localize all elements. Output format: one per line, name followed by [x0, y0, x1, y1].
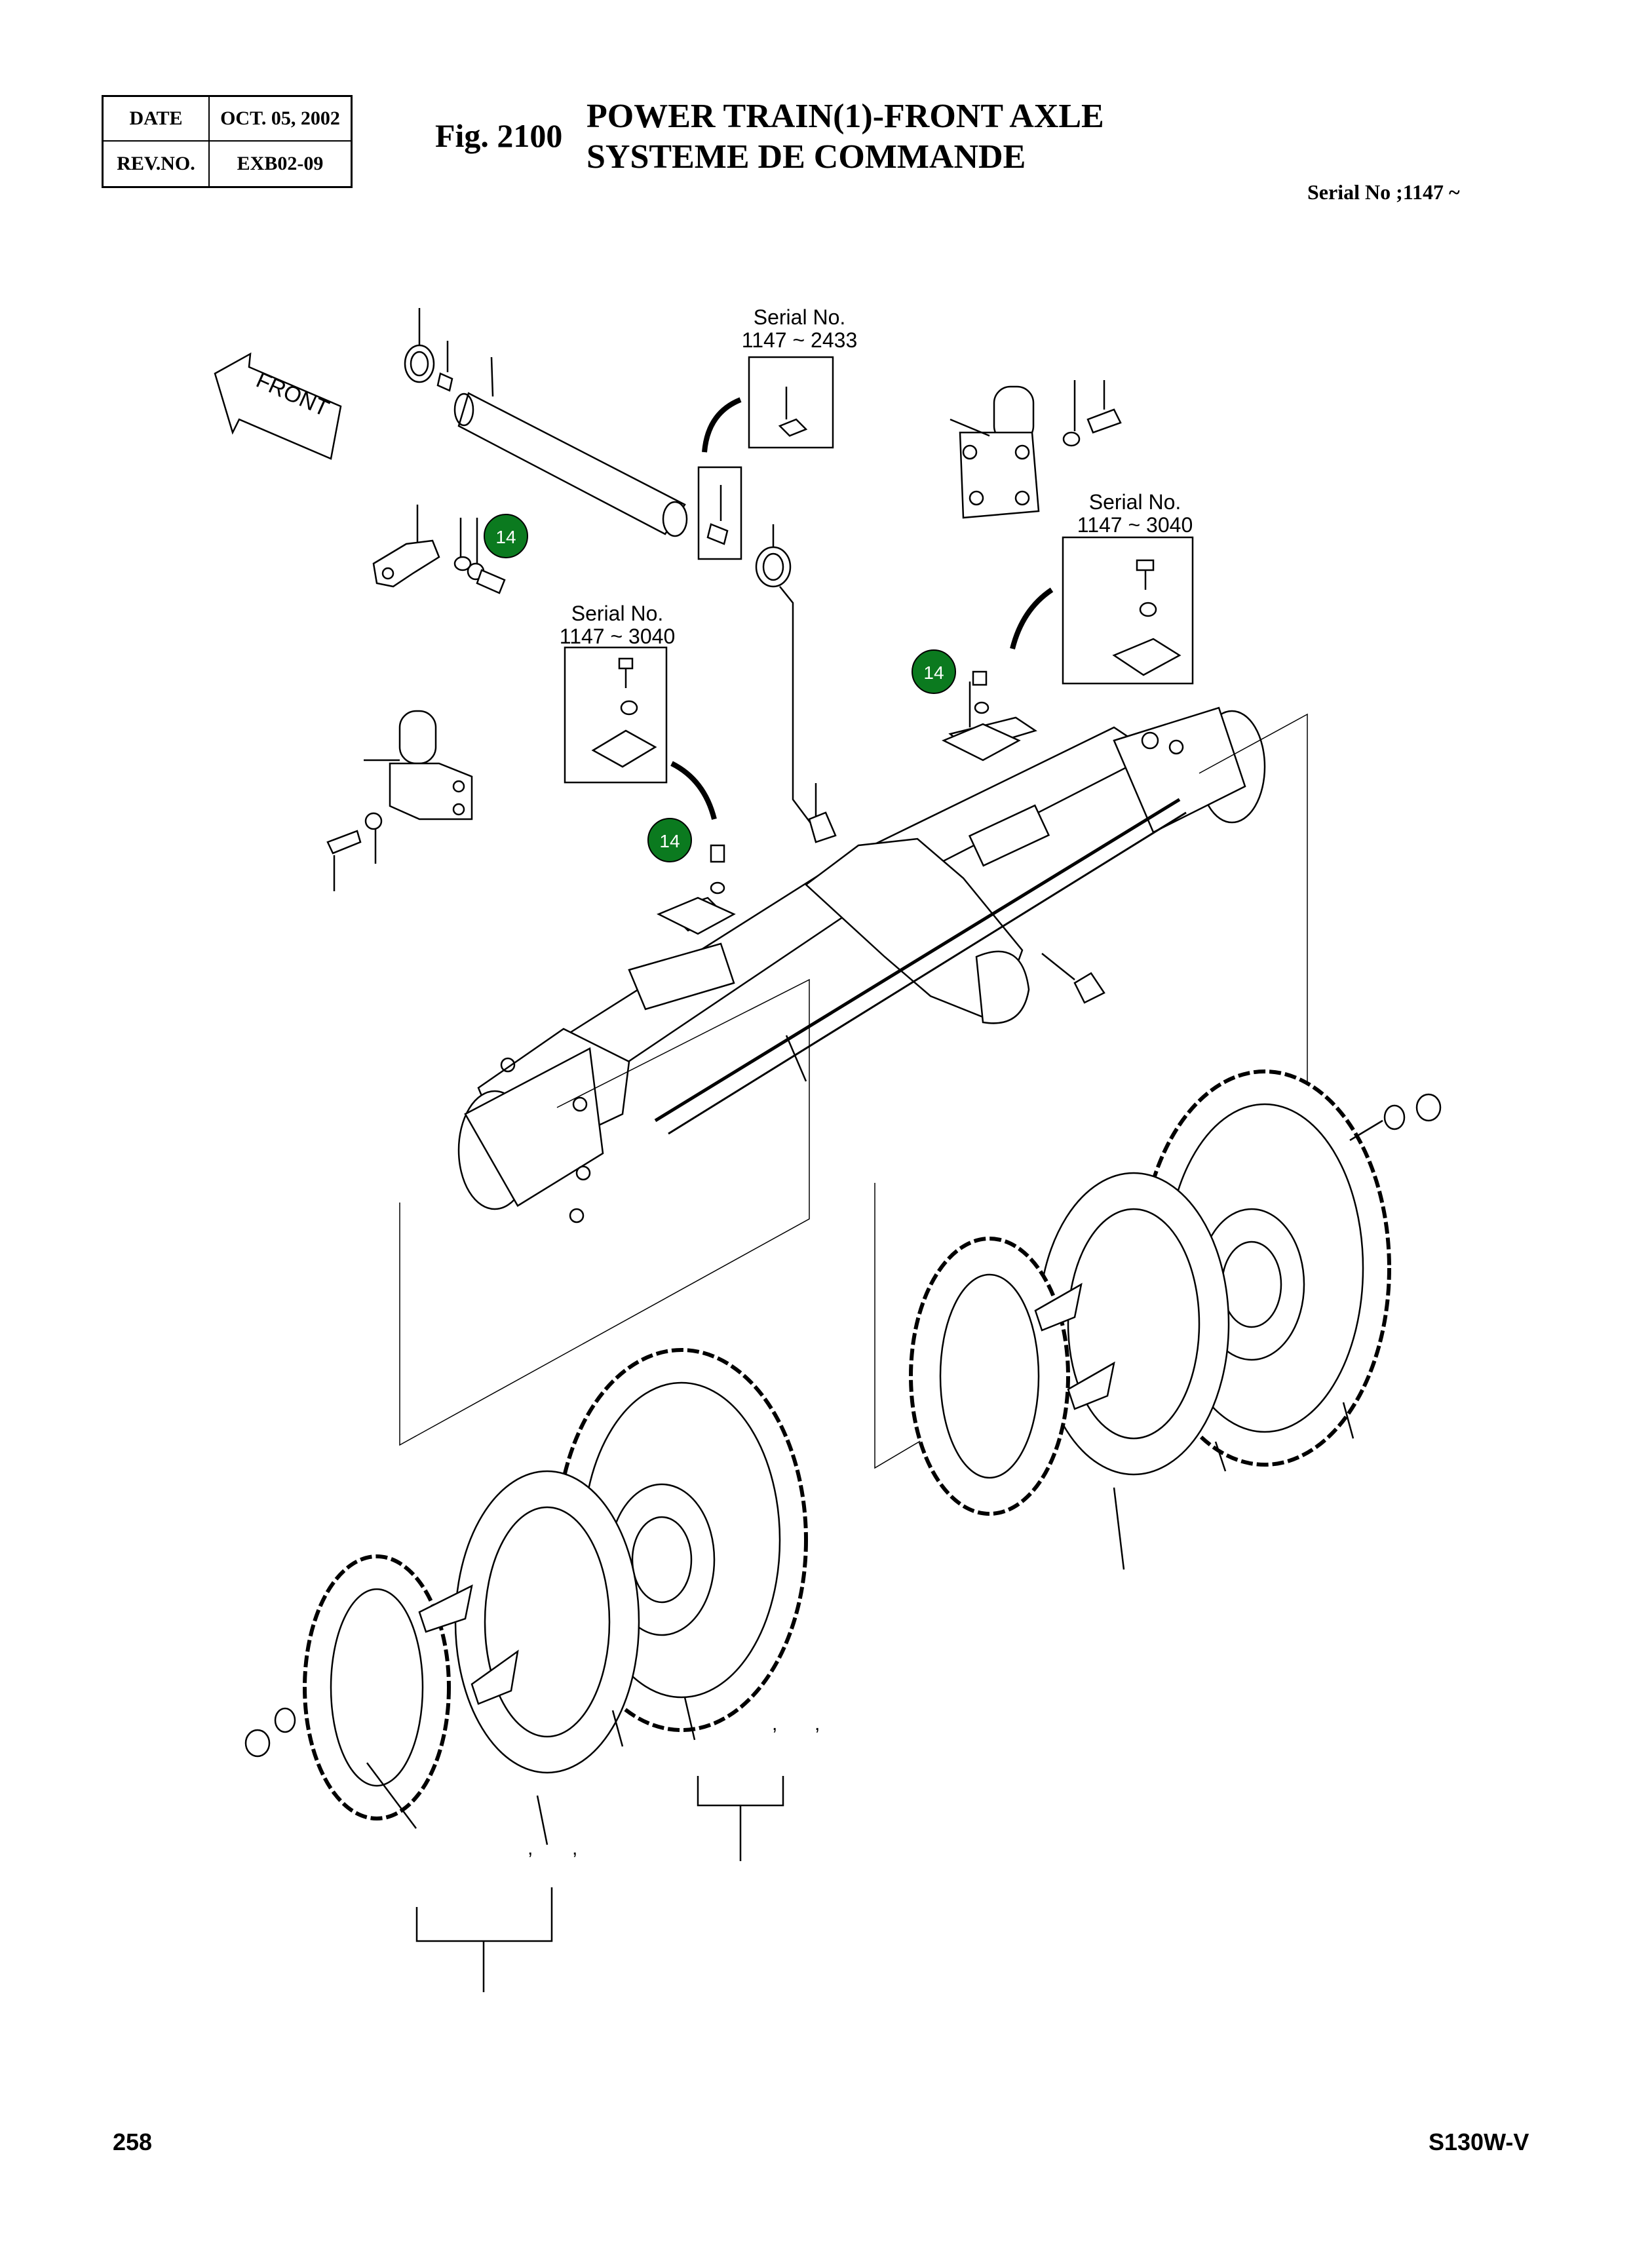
page-subtitle: SYSTEME DE COMMANDE [586, 138, 1026, 176]
revision-value: EXB02-09 [237, 153, 324, 174]
svg-text:14: 14 [923, 663, 944, 683]
page-title: POWER TRAIN(1)-FRONT AXLE [586, 98, 1104, 135]
stray-mark-1: , [772, 1713, 777, 1735]
serial-box-2-line1: Serial No. [1089, 490, 1181, 514]
svg-text:14: 14 [659, 831, 680, 851]
serial-box-3-line1: Serial No. [571, 602, 664, 625]
date-row: DATE OCT. 05, 2002 [104, 97, 351, 142]
left-pivot [326, 710, 473, 891]
stray-mark-3: , [528, 1838, 533, 1859]
serial-box-1-line2: 1147 ~ 2433 [742, 328, 857, 352]
stray-mark-4: , [572, 1838, 577, 1859]
date-value: OCT. 05, 2002 [220, 107, 340, 129]
upper-right-pivot [950, 380, 1122, 519]
grease-nipple-top [436, 341, 453, 392]
page-number: 258 [113, 2128, 153, 2155]
date-label: DATE [104, 97, 210, 140]
callout-14-b: 14 [912, 649, 956, 694]
callout-14-c: 14 [647, 818, 692, 862]
axle-pin [453, 356, 688, 537]
revision-row: REV.NO. EXB02-09 [104, 142, 351, 186]
oring-top [404, 308, 435, 383]
figure-number: Fig. 2100 [435, 117, 563, 154]
serial-number-range: Serial No ;1147 ~ [1307, 180, 1460, 204]
stopper-bracket [372, 505, 506, 594]
serial-box-2433-frame [748, 356, 834, 449]
serial-box-right-frame [1062, 536, 1194, 685]
oring-mid [755, 524, 792, 588]
right-tire-assembly [909, 1069, 1442, 1570]
serial-box-1-line1: Serial No. [754, 305, 846, 329]
revision-label: REV.NO. [104, 142, 210, 186]
serial-box-2-line2: 1147 ~ 3040 [1077, 513, 1193, 537]
serial-box-left-frame [564, 646, 668, 784]
stray-mark-2: , [815, 1713, 820, 1735]
header-info-table: DATE OCT. 05, 2002 REV.NO. EXB02-09 [102, 95, 353, 188]
callout-14-a: 14 [484, 514, 528, 558]
axle-housing [457, 586, 1266, 1223]
front-direction-arrow: FRONT [214, 352, 342, 460]
model-code: S130W-V [1429, 2128, 1529, 2155]
svg-text:14: 14 [495, 527, 516, 547]
left-tire-assembly [244, 1348, 808, 1992]
serial-box-3-line2: 1147 ~ 3040 [560, 625, 675, 648]
